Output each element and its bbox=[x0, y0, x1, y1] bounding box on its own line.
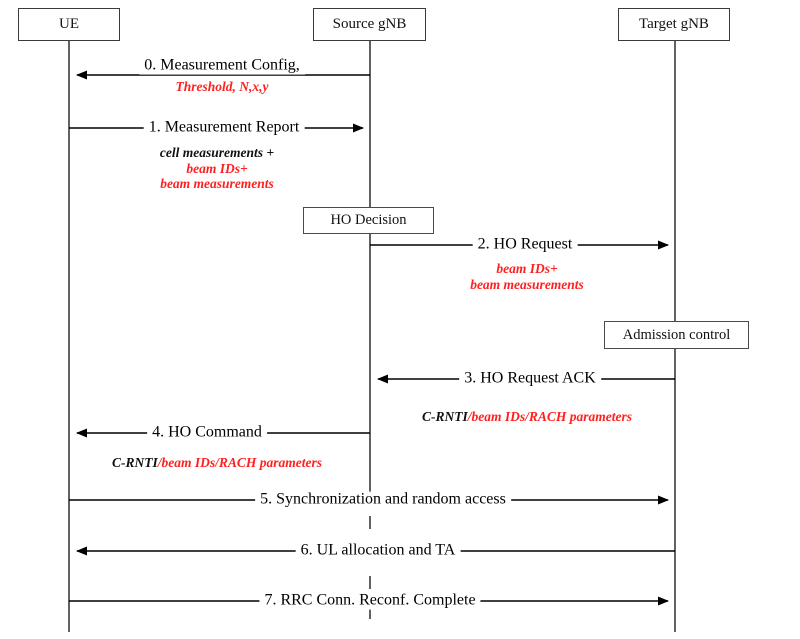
message-sublabel-msg-1: cell measurements + beam IDs+ beam measu… bbox=[160, 145, 274, 192]
message-label-msg-2: 2. HO Request bbox=[472, 236, 578, 254]
actor-box-ue: UE bbox=[18, 8, 120, 41]
process-label-admission-control: Admission control bbox=[622, 326, 731, 343]
message-label-msg-3: 3. HO Request ACK bbox=[459, 370, 601, 388]
message-sublabel-msg-0: Threshold, N,x,y bbox=[175, 79, 268, 95]
actor-label-source-gnb: Source gNB bbox=[332, 16, 407, 32]
message-label-msg-5: 5. Synchronization and random access bbox=[255, 491, 511, 509]
actor-label-target-gnb: Target gNB bbox=[639, 16, 709, 32]
process-label-ho-decision: HO Decision bbox=[330, 212, 407, 228]
process-box-ho-decision: HO Decision bbox=[303, 207, 434, 234]
message-subline: beam IDs+ bbox=[186, 160, 248, 176]
message-label-msg-0: 0. Measurement Config, bbox=[139, 57, 305, 75]
message-subline: beam measurements bbox=[470, 276, 584, 292]
message-subline: beam measurements bbox=[160, 176, 274, 192]
message-subline: C-RNTI/beam IDs/RACH parameters bbox=[111, 455, 323, 470]
message-label-msg-7: 7. RRC Conn. Reconf. Complete bbox=[259, 592, 481, 610]
actor-box-source-gnb: Source gNB bbox=[313, 8, 426, 41]
message-label-msg-4: 4. HO Command bbox=[147, 424, 267, 442]
process-box-admission-control: Admission control bbox=[604, 321, 749, 349]
message-subline: beam IDs+ bbox=[496, 261, 558, 276]
actor-box-target-gnb: Target gNB bbox=[618, 8, 730, 41]
message-subline: Threshold, N,x,y bbox=[175, 79, 269, 94]
message-subline: C-RNTI/beam IDs/RACH parameters bbox=[421, 409, 633, 424]
message-subline: cell measurements + bbox=[159, 145, 275, 160]
message-sublabel-msg-4: C-RNTI/beam IDs/RACH parameters bbox=[112, 455, 322, 471]
message-label-msg-1: 1. Measurement Report bbox=[143, 119, 305, 137]
message-sublabel-msg-3: C-RNTI/beam IDs/RACH parameters bbox=[422, 409, 632, 425]
message-sublabel-msg-2: beam IDs+ beam measurements bbox=[470, 261, 584, 292]
actor-label-ue: UE bbox=[59, 16, 79, 32]
message-label-msg-6: 6. UL allocation and TA bbox=[295, 542, 461, 560]
